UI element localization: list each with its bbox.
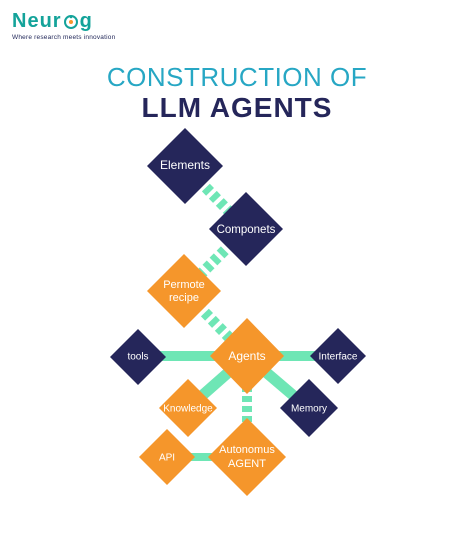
node-autonomus-label-2: AGENT: [228, 458, 266, 470]
node-interface-shape: [310, 328, 366, 384]
brand-name: Neur g: [12, 10, 115, 33]
atom-icon: [63, 14, 78, 29]
node-permote-shape: [147, 254, 221, 328]
brand-tagline: Where research meets innovation: [12, 34, 116, 41]
node-permote-label-1: Permote: [163, 279, 205, 291]
brand-name-suffix: g: [79, 10, 93, 32]
node-componets-shape: [209, 192, 283, 266]
node-api: API: [139, 429, 195, 485]
title-line-1: CONSTRUCTION OF: [106, 62, 368, 92]
node-knowledge-shape: [159, 379, 217, 437]
node-agents-label: Agents: [228, 349, 265, 363]
node-memory-shape: [280, 379, 338, 437]
node-elements: Elements: [147, 128, 223, 204]
node-tools-label: tools: [127, 352, 148, 363]
node-componets-label: Componets: [217, 224, 276, 236]
node-autonomus-agent: Autonomus AGENT: [208, 418, 286, 496]
node-elements-label: Elements: [160, 158, 210, 172]
node-memory-label: Memory: [291, 404, 327, 415]
node-api-shape: [139, 429, 195, 485]
node-knowledge: Knowledge: [159, 379, 217, 437]
node-agents-shape: [210, 318, 284, 394]
node-elements-shape: [147, 128, 223, 204]
node-tools-shape: [110, 329, 166, 385]
brand-logo: Neur g Where research meets innovation: [12, 10, 115, 41]
node-componets: Componets: [209, 192, 283, 266]
node-tools: tools: [110, 329, 166, 385]
node-knowledge-label: Knowledge: [163, 404, 213, 415]
node-permote-label-2: recipe: [169, 292, 199, 304]
node-interface-label: Interface: [319, 352, 358, 363]
node-autonomus-label-1: Autonomus: [219, 444, 275, 456]
brand-name-prefix: Neur: [12, 10, 62, 32]
node-permote-recipe: Permote recipe: [147, 254, 221, 328]
node-api-label: API: [159, 453, 175, 464]
node-interface: Interface: [310, 328, 366, 384]
node-agents: Agents: [210, 318, 284, 394]
node-memory: Memory: [280, 379, 338, 437]
node-autonomus-shape: [208, 418, 286, 496]
title-line-2: LLM AGENTS: [141, 92, 333, 123]
